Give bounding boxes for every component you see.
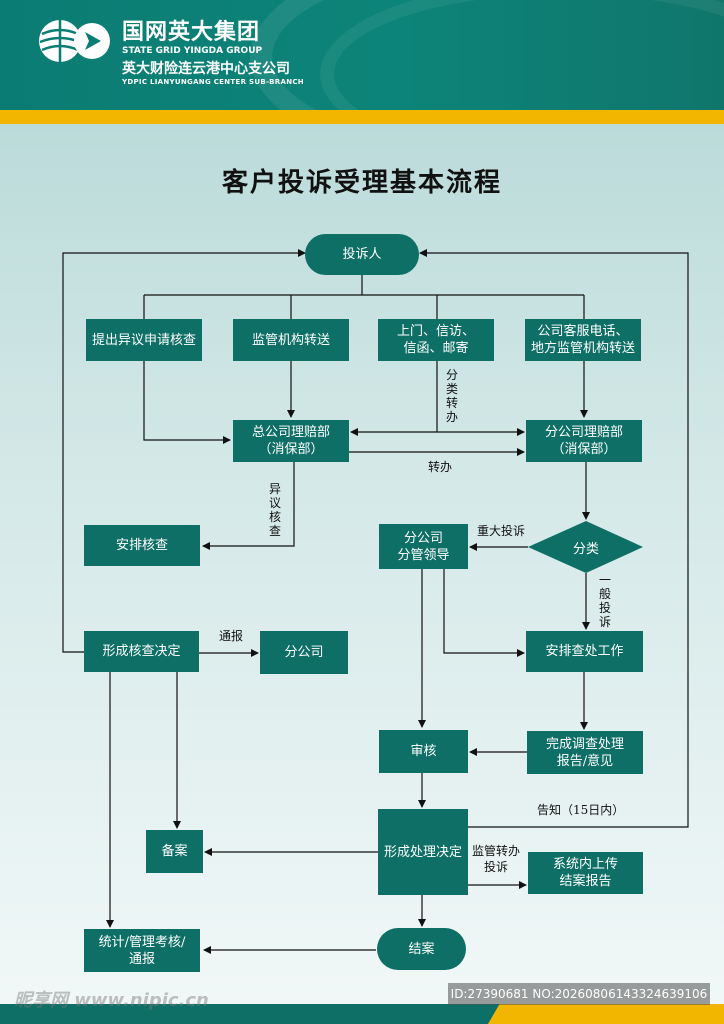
general-complaint-label: 一般投诉 (598, 573, 611, 629)
classify-label: 分类 (572, 542, 599, 557)
statistics-node: 统计/管理考核/ 通报 (84, 929, 200, 972)
notify-label: 通报 (219, 629, 244, 643)
handling-decision-node: 形成处理决定 (378, 809, 468, 895)
regulator-transfer-node: 监管机构转送 (233, 319, 349, 361)
accent-bar (0, 110, 724, 124)
objection-review-node: 提出异议申请核查 (86, 319, 202, 361)
major-complaint-label: 重大投诉 (477, 524, 526, 538)
site-watermark: 昵享网 www.nipic.cn (14, 990, 209, 1011)
audit-node: 审核 (379, 730, 468, 773)
state-grid-logo-icon (39, 20, 110, 62)
branch-name-en: YDPIC LIANYUNGANG CENTER SUB-BRANCH (122, 78, 304, 86)
objection-check-label: 异议核查 (268, 482, 281, 538)
arrange-review-node: 安排核查 (84, 525, 200, 566)
branch-leader-node: 分公司 分管领导 (379, 524, 468, 569)
complainant-node: 投诉人 (305, 234, 419, 275)
service-hotline-node: 公司客服电话、 地方监管机构转送 (525, 319, 641, 361)
review-decision-node: 形成核查决定 (84, 631, 199, 672)
system-upload-node: 系统内上传 结案报告 (528, 852, 643, 894)
classify-diamond (528, 521, 643, 573)
footer-accent (488, 1004, 724, 1024)
close-case-node: 结案 (377, 928, 466, 970)
visit-letters-node: 上门、信访、 信函、邮寄 (378, 319, 494, 361)
branch-company-node: 分公司 (260, 631, 348, 674)
branch-name-cn: 英大财险连云港中心支公司 (122, 61, 290, 77)
page-title: 客户投诉受理基本流程 (221, 168, 502, 198)
hq-claims-node: 总公司理赔部 （消保部） (233, 420, 349, 462)
arrange-investigation-node: 安排查处工作 (526, 631, 643, 672)
header-banner: 国网英大集团 STATE GRID YINGDA GROUP 英大财险连云港中心… (0, 0, 724, 110)
company-name-cn: 国网英大集团 (122, 20, 261, 45)
branch-claims-node: 分公司理赔部 （消保部） (526, 420, 642, 462)
regulator-transfer-complaint-label: 监管转办 投诉 (472, 844, 521, 874)
filing-node: 备案 (146, 830, 203, 873)
classify-transfer-label: 分类转办 (445, 368, 458, 424)
transfer-label: 转办 (428, 460, 453, 474)
image-id-watermark: ID:27390681 NO:20260806143324639106 (448, 983, 710, 1005)
complete-report-node: 完成调查处理 报告/意见 (527, 731, 643, 774)
company-name-en: STATE GRID YINGDA GROUP (122, 46, 263, 56)
inform-label: 告知（15日内） (537, 803, 625, 817)
